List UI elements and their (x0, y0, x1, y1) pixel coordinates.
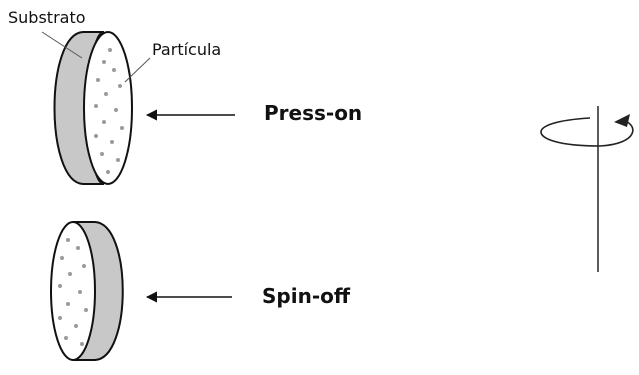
spin-off-label: Spin-off (262, 284, 351, 308)
press-on-disc (53, 31, 133, 185)
press-on-particles (94, 48, 124, 174)
particle-label: Partícula (152, 40, 222, 59)
rotation-arrowhead (614, 114, 630, 127)
press-on-label: Press-on (264, 101, 363, 125)
rotation-arrow-icon (540, 106, 634, 272)
rotation-arc (540, 117, 634, 147)
spin-off-particle-face (50, 221, 96, 361)
substrate-label: Substrato (8, 8, 86, 27)
press-on-particle-face (83, 31, 133, 185)
spin-off-disc (50, 221, 124, 361)
particle-leader-line (124, 57, 151, 83)
spin-off-particles (58, 238, 88, 346)
substrate-leader-line (41, 31, 83, 59)
